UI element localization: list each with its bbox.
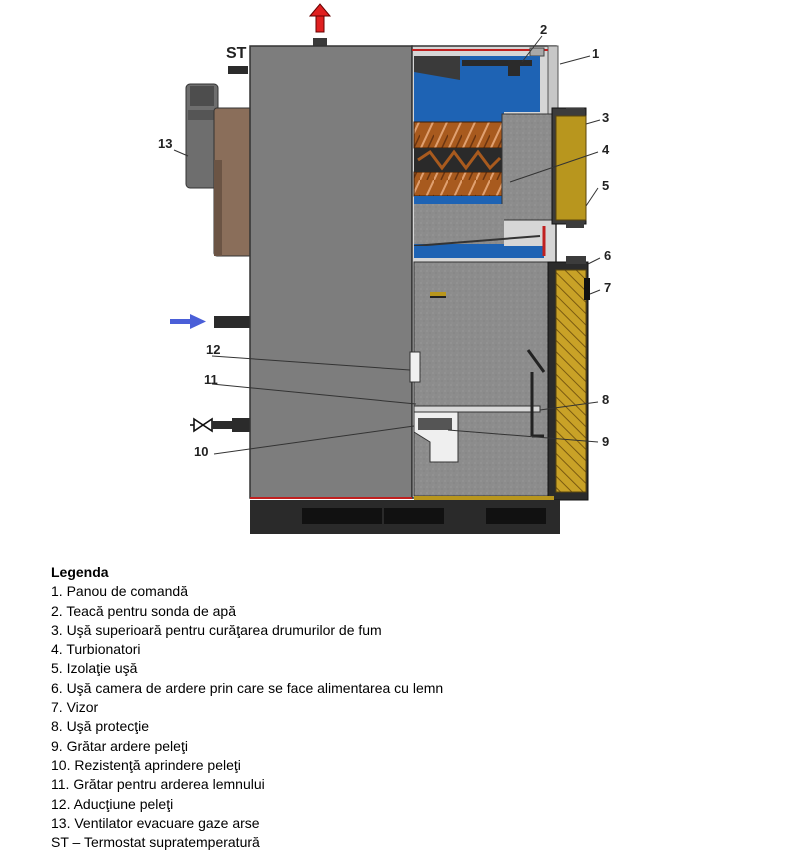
legend-item: 2. Teacă pentru sonda de apă (51, 602, 237, 619)
pellet-feed (409, 351, 421, 383)
callout-6: 6 (604, 248, 611, 263)
boiler-section-diagram: ST (158, 3, 611, 534)
st-thermostat-stub (228, 66, 248, 74)
water-probe-sleeve (508, 60, 520, 76)
legend-item: 9. Grătar ardere peleţi (51, 737, 188, 754)
callout-2: 2 (540, 22, 547, 37)
callout-11: 11 (204, 372, 218, 387)
callout-3: 3 (602, 110, 609, 125)
callout-10: 10 (194, 444, 208, 459)
callout-9: 9 (602, 434, 609, 449)
callout-5: 5 (602, 178, 609, 193)
boiler-side-panel (249, 45, 413, 499)
legend-item: 10. Rezistenţă aprindere peleţi (51, 756, 241, 773)
callout-7: 7 (604, 280, 611, 295)
door-insulation (555, 115, 587, 221)
callout-13: 13 (158, 136, 172, 151)
turbulator-bottom (413, 171, 503, 197)
st-label: ST (226, 45, 247, 62)
legend-item: 12. Aducţiune peleţi (51, 795, 174, 812)
legend-item: 7. Vizor (51, 699, 99, 716)
wood-grate (413, 405, 541, 413)
turbulator-top (413, 121, 503, 149)
legend-item: 11. Grătar pentru arderea lemnului (51, 776, 265, 793)
legend-item: ST – Termostat supratemperatură (51, 834, 260, 851)
callout-4: 4 (602, 142, 610, 157)
legend-item: 8. Uşă protecţie (51, 718, 150, 735)
view-port (584, 278, 590, 300)
legend-item: 3. Uşă superioară pentru curăţarea drumu… (51, 621, 382, 638)
legend-title: Legenda (51, 564, 109, 580)
legend-item: 4. Turbionatori (51, 641, 141, 658)
legend-item: 13. Ventilator evacuare gaze arse (51, 814, 260, 831)
callout-1: 1 (592, 46, 599, 61)
drain-valve (190, 417, 250, 433)
legend: Legenda 1. Panou de comandă 2. Teacă pen… (51, 563, 751, 852)
door-hatched-insulation (555, 269, 587, 493)
leader-lines (173, 35, 601, 455)
legend-item: 5. Izolaţie uşă (51, 660, 138, 677)
legend-item: 1. Panou de comandă (51, 583, 188, 600)
legend-item: 6. Uşă camera de ardere prin care se fac… (51, 679, 444, 696)
exhaust-fan (185, 83, 253, 257)
callout-12: 12 (206, 342, 220, 357)
water-inlet-arrow (170, 314, 206, 329)
water-inlet-stub (214, 316, 250, 328)
flue-stub (313, 38, 327, 48)
upper-insulation (501, 113, 555, 221)
flue-gas-arrow (308, 3, 332, 33)
boiler-base (250, 500, 560, 534)
protection-door (526, 349, 546, 373)
callout-8: 8 (602, 392, 609, 407)
